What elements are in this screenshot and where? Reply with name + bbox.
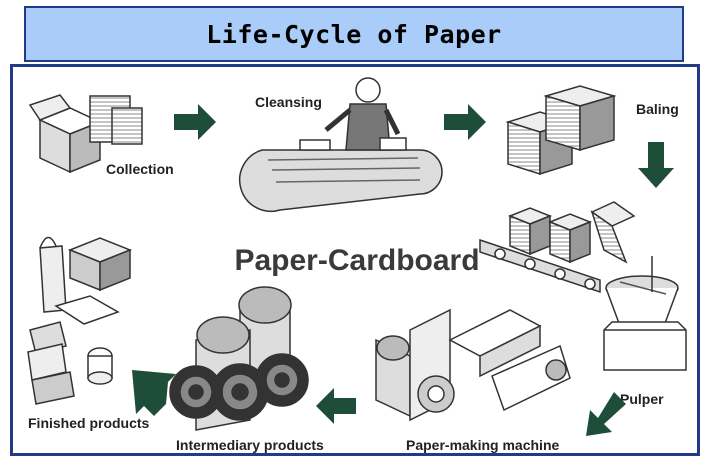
arrow-intermediary-to-finished: [132, 370, 176, 416]
cleansing-label: Cleansing: [255, 94, 322, 110]
cleansing-illustration: [238, 77, 443, 213]
paper-making-machine-illustration: [375, 308, 571, 422]
collection-label: Collection: [106, 161, 174, 177]
finished-products-label: Finished products: [28, 415, 150, 431]
arrow-collection-to-cleansing: [174, 104, 216, 140]
conveyor-illustration: [479, 201, 636, 294]
finished-products-illustration: [27, 236, 133, 405]
center-label: Paper-Cardboard: [234, 244, 479, 277]
pulper-illustration: [603, 256, 687, 371]
pulper-label: Pulper: [620, 391, 664, 407]
paper-making-label: Paper-making machine: [406, 437, 559, 453]
arrow-baling-to-conveyor: [638, 142, 674, 188]
baling-illustration: [505, 85, 617, 176]
arrow-cleansing-to-baling: [444, 104, 486, 140]
intermediary-products-illustration: [169, 286, 309, 431]
baling-label: Baling: [636, 101, 679, 117]
intermediary-label: Intermediary products: [176, 437, 324, 453]
arrow-pulper-to-paper-machine: [586, 392, 626, 436]
page-title: Life-Cycle of Paper: [206, 19, 502, 49]
collection-illustration: [28, 94, 143, 174]
arrow-paper-machine-to-intermediary: [316, 388, 356, 424]
title-banner: Life-Cycle of Paper: [24, 6, 684, 62]
